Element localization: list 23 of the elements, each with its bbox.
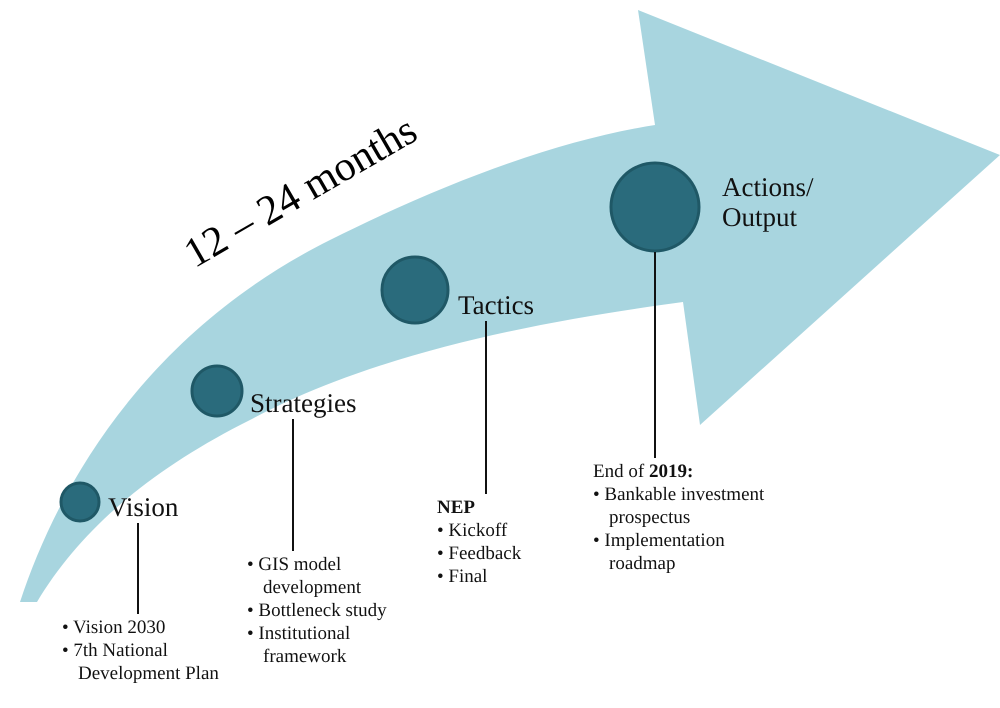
bullet-item: • Bottleneck study (247, 599, 388, 622)
bullet-item: • Vision 2030 (62, 616, 166, 639)
leader-line (137, 523, 139, 614)
circle-marker (60, 482, 100, 522)
list-heading: End of 2019: (593, 460, 694, 483)
bullet-item: • Feedback (437, 542, 522, 565)
circle-marker (610, 162, 700, 252)
bullet-item: • Kickoff (437, 519, 508, 542)
leader-line (654, 252, 656, 458)
leader-line (292, 419, 294, 551)
stage-label: Tactics (458, 290, 578, 320)
stage-label: Actions/ Output (722, 172, 862, 232)
stage-label: Vision (108, 492, 228, 522)
bullet-item: • Implementation roadmap (593, 529, 726, 575)
bullet-item: • Bankable investment prospectus (593, 483, 766, 529)
stage-label: Strategies (250, 388, 410, 418)
bullet-item: • GIS model development (247, 553, 362, 599)
circle-marker (190, 364, 244, 418)
bullet-item: • Institutional framework (247, 622, 352, 668)
bullet-item: • 7th National Development Plan (62, 639, 220, 685)
circle-marker (380, 256, 450, 324)
list-heading: NEP (437, 496, 476, 519)
bullet-item: • Final (437, 565, 488, 588)
